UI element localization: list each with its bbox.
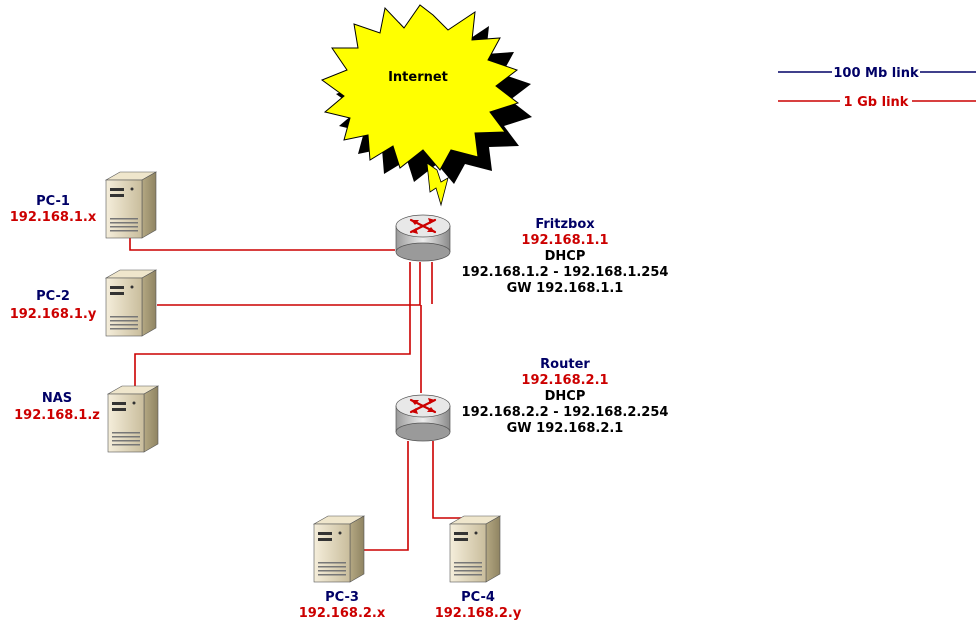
nas-server-icon [107,385,159,453]
pc4-name: PC-4 [461,590,495,605]
pc2-name: PC-2 [36,289,70,304]
cloud-shape [320,4,520,171]
links [129,235,475,551]
pc1-ip: 192.168.1.x [10,210,97,225]
legend: 100 Mb link 1 Gb link [778,64,976,110]
pc4-computer-icon [449,515,501,583]
pc3-label: PC-3 192.168.2.x [299,590,386,621]
pc2-ip: 192.168.1.y [10,307,97,322]
fritzbox-dhcp-range: 192.168.1.2 - 192.168.1.254 [462,265,669,280]
nas-label: NAS 192.168.1.z [14,391,100,423]
nas-ip: 192.168.1.z [14,408,100,423]
pc3-computer-icon [313,515,365,583]
pc1-label: PC-1 192.168.1.x [10,194,97,225]
fritzbox-dhcp-label: DHCP [545,249,586,264]
pc2-label: PC-2 192.168.1.y [10,289,97,322]
link-router-pc3 [360,441,409,551]
pc4-label: PC-4 192.168.2.y [435,590,522,621]
fritzbox-router-icon [394,213,452,263]
router-ip: 192.168.2.1 [521,373,608,388]
link-pc2-fritzbox [157,262,421,306]
pc1-name: PC-1 [36,194,70,209]
legend-1gb-label: 1 Gb link [844,95,909,110]
pc3-ip: 192.168.2.x [299,606,386,621]
router-icon [394,393,452,443]
fritzbox-info: Fritzbox 192.168.1.1 DHCP 192.168.1.2 - … [462,217,669,296]
internet-cloud: Internet [320,4,532,184]
legend-100mb-label: 100 Mb link [833,66,919,81]
internet-label: Internet [388,70,448,85]
router-dhcp-range: 192.168.2.2 - 192.168.2.254 [462,405,669,420]
router-name: Router [540,357,590,372]
pc3-name: PC-3 [325,590,359,605]
pc2-computer-icon [105,269,157,337]
link-pc1-fritzbox [129,235,395,251]
nas-name: NAS [42,391,72,406]
fritzbox-ip: 192.168.1.1 [521,233,608,248]
router-dhcp-label: DHCP [545,389,586,404]
lightning-icon [426,162,449,207]
router-gateway: GW 192.168.2.1 [507,421,624,436]
link-router-pc4 [432,441,475,519]
fritzbox-name: Fritzbox [535,217,595,232]
pc1-computer-icon [105,171,157,239]
link-nas-fritzbox [134,262,411,388]
pc4-ip: 192.168.2.y [435,606,522,621]
router-info: Router 192.168.2.1 DHCP 192.168.2.2 - 19… [462,357,669,436]
fritzbox-gateway: GW 192.168.1.1 [507,281,624,296]
